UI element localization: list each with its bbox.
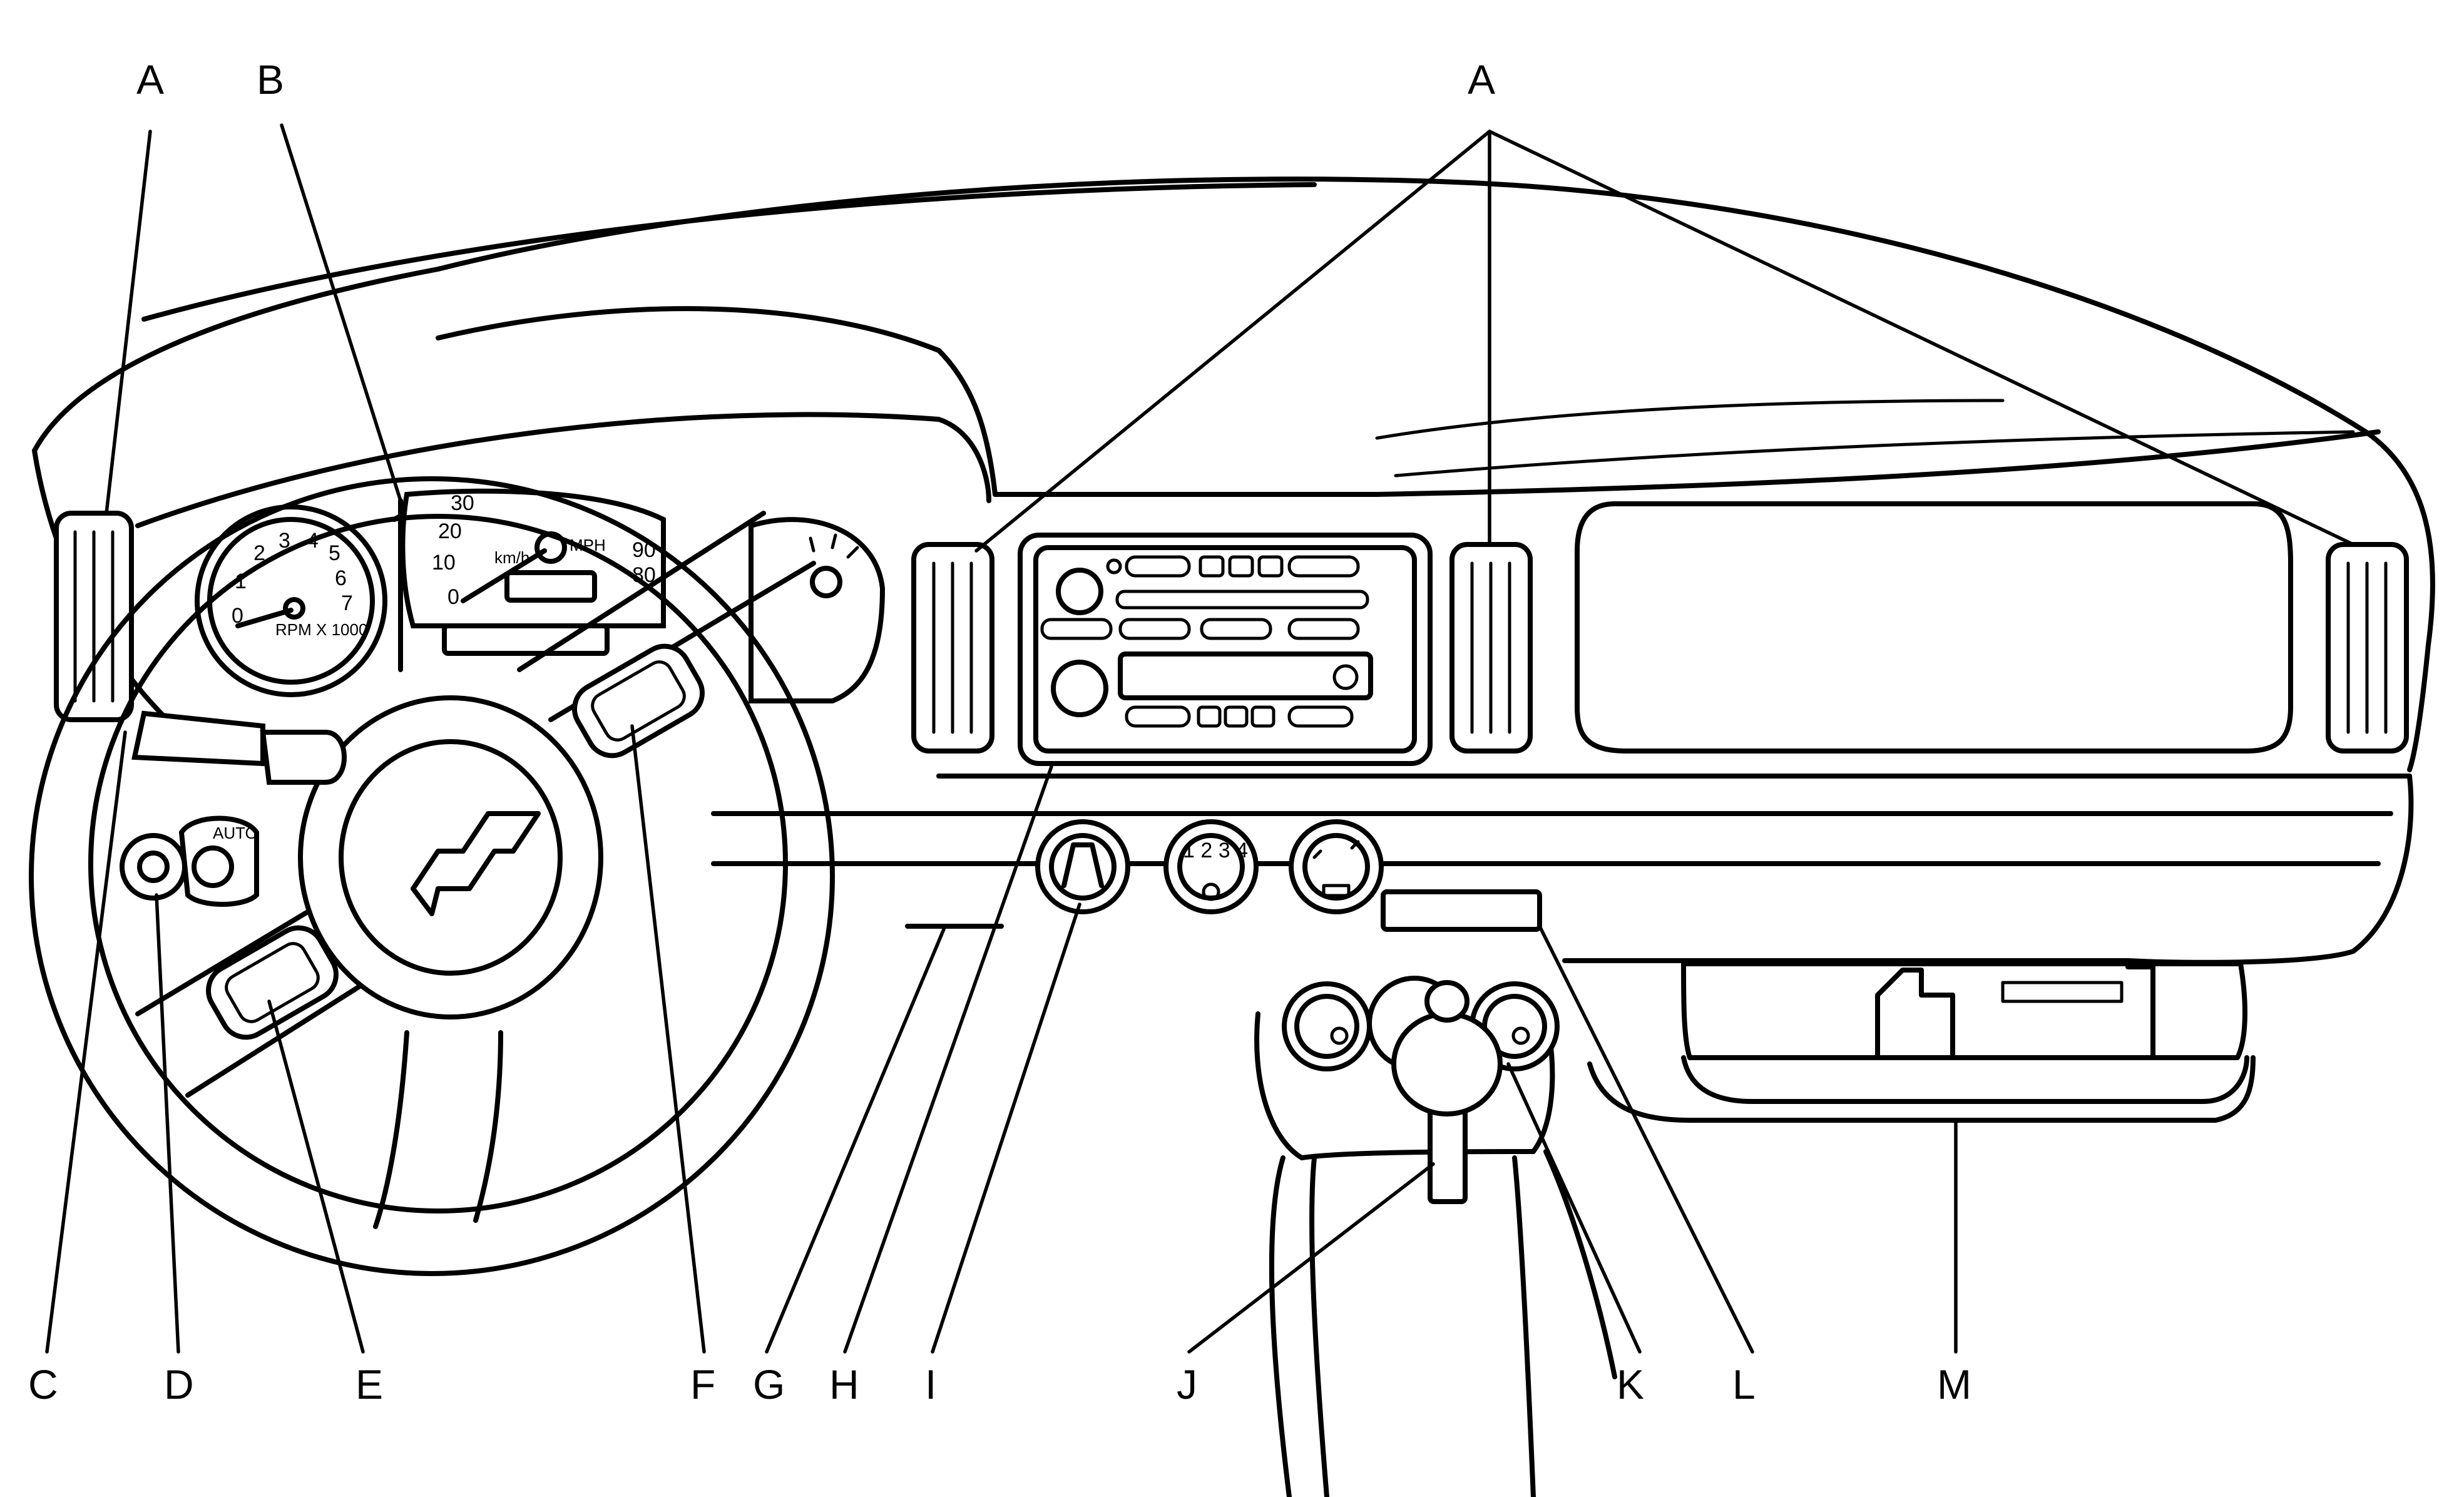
callout-f: F (690, 1361, 715, 1408)
air-vent-center-right (1449, 542, 1533, 754)
callout-e: E (355, 1361, 383, 1408)
tach-units-label: RPM X 1000 (275, 620, 367, 639)
climate-control-knobs: 1 2 3 4 (1035, 819, 1384, 914)
callout-d: D (164, 1361, 194, 1408)
callout-a-left: A (136, 56, 164, 103)
steering-wheel (29, 476, 835, 1276)
callout-c: C (28, 1361, 58, 1408)
air-vent-center-left (911, 542, 994, 754)
fan-speed-numbers: 1 2 3 4 (1183, 839, 1248, 862)
speed-number-20: 20 (438, 519, 462, 543)
tach-number-0: 0 (232, 604, 243, 628)
tach-number-2: 2 (253, 541, 265, 565)
headlamp-switch-and-ignition: AUTO (120, 815, 259, 907)
leader-lines (45, 123, 2355, 1354)
air-vent-far-left (54, 511, 134, 722)
callout-j: J (1177, 1361, 1197, 1408)
callout-labels: A B A C D E F G H I J K L M (28, 56, 1971, 1408)
steering-wheel-controls-right (572, 643, 705, 759)
glove-box (1587, 961, 2256, 1123)
callout-m: M (1937, 1361, 1971, 1408)
radio (1018, 533, 1433, 766)
speed-number-0: 0 (447, 585, 459, 609)
center-panel-pocket (1381, 889, 1542, 932)
callout-l: L (1732, 1361, 1756, 1408)
callout-g: G (753, 1361, 785, 1408)
callout-i: I (925, 1361, 936, 1408)
glove-box-panel (1575, 501, 2293, 754)
speed-units-kmh: km/h (494, 548, 529, 567)
steering-wheel-controls-left (206, 925, 339, 1040)
gear-shifter (1391, 980, 1503, 1204)
multifunction-lever (131, 710, 347, 785)
callout-h: H (829, 1361, 859, 1408)
speed-number-10: 10 (432, 551, 456, 575)
headlamp-auto-label: AUTO (213, 824, 258, 842)
tach-number-7: 7 (341, 591, 353, 615)
air-vent-far-right (2326, 542, 2409, 754)
tach-number-5: 5 (329, 541, 340, 565)
tach-number-3: 3 (279, 529, 290, 553)
speed-number-30: 30 (451, 491, 474, 515)
callout-b: B (257, 56, 284, 103)
callout-k: K (1617, 1361, 1644, 1408)
tach-number-6: 6 (335, 566, 347, 590)
instrument-cluster: RPM X 1000 0 1 2 3 4 5 6 7 MPH km/h 0 10… (195, 488, 916, 703)
callout-a-right: A (1468, 56, 1495, 103)
